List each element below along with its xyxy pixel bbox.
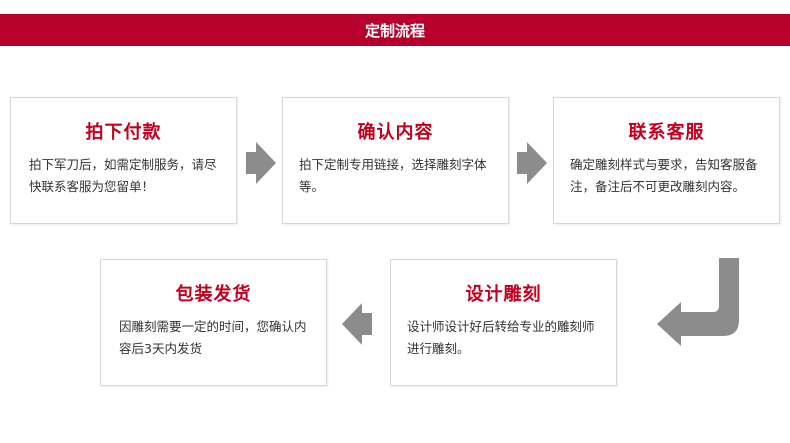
step-card-contact: 联系客服 确定雕刻样式与要求，告知客服备注，备注后不可更改雕刻内容。 bbox=[553, 97, 780, 224]
step-desc: 拍下军刀后，如需定制服务，请尽快联系客服为您留单！ bbox=[29, 157, 217, 194]
step-desc: 确定雕刻样式与要求，告知客服备注，备注后不可更改雕刻内容。 bbox=[570, 157, 758, 194]
step-card-pay: 拍下付款 拍下军刀后，如需定制服务，请尽快联系客服为您留单！ bbox=[10, 97, 237, 224]
step-title: 拍下付款 bbox=[85, 122, 162, 143]
step-title: 包装发货 bbox=[175, 284, 252, 305]
step-title: 确认内容 bbox=[357, 122, 434, 143]
step-card-confirm: 确认内容 拍下定制专用链接，选择雕刻字体等。 bbox=[282, 97, 509, 224]
arrow-left-icon bbox=[342, 303, 372, 345]
step-title: 联系客服 bbox=[628, 122, 705, 143]
step-desc: 因雕刻需要一定的时间，您确认内容后3天内发货 bbox=[119, 319, 307, 356]
section-title: 定制流程 bbox=[340, 14, 450, 46]
arrow-right-icon bbox=[517, 142, 547, 184]
turn-down-left-icon bbox=[657, 258, 739, 346]
step-title: 设计雕刻 bbox=[465, 284, 542, 305]
step-card-ship: 包装发货 因雕刻需要一定的时间，您确认内容后3天内发货 bbox=[100, 259, 327, 386]
step-desc: 设计师设计好后转给专业的雕刻师进行雕刻。 bbox=[407, 319, 595, 356]
arrow-right-icon bbox=[246, 142, 276, 184]
step-card-engrave: 设计雕刻 设计师设计好后转给专业的雕刻师进行雕刻。 bbox=[390, 259, 617, 386]
step-desc: 拍下定制专用链接，选择雕刻字体等。 bbox=[299, 157, 487, 194]
